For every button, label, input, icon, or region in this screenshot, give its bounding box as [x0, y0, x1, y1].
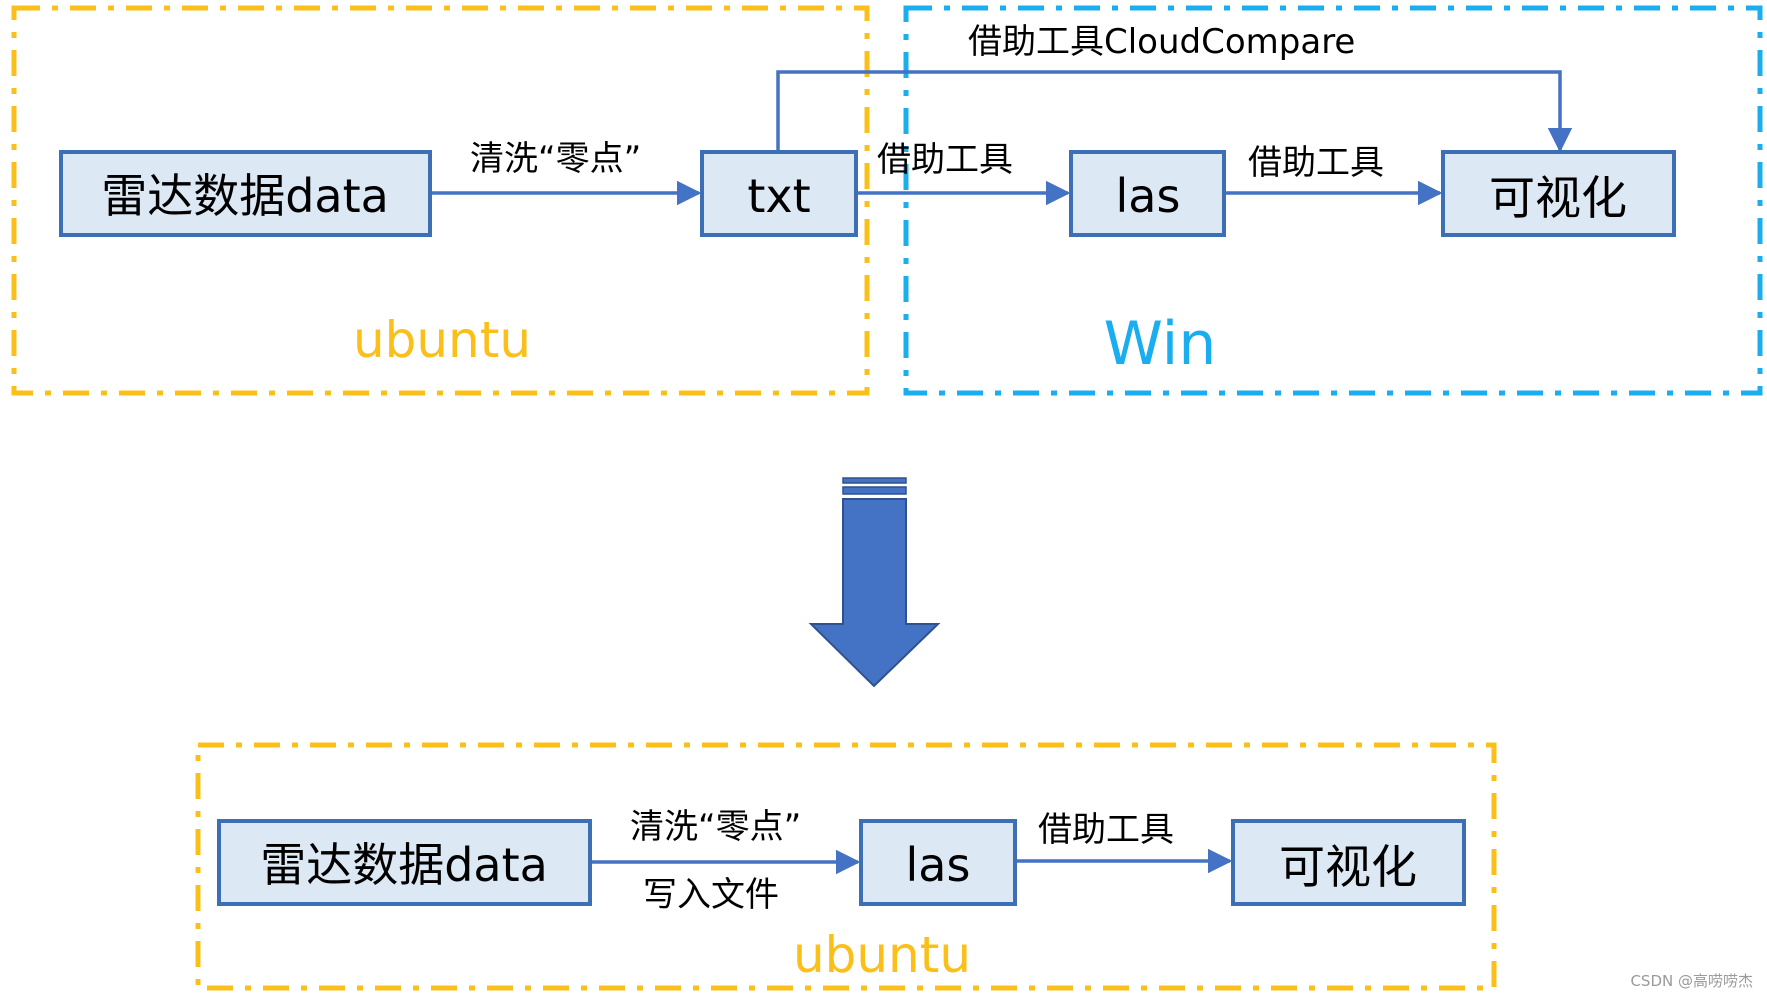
edge-label-bottom-write: 写入文件	[643, 875, 779, 915]
bottom-ubuntu-zone	[195, 742, 1497, 991]
box-bottom-las	[859, 819, 1017, 906]
edge-label-tool-2: 借助工具	[1248, 143, 1384, 183]
box-txt	[700, 150, 858, 237]
box-visualize	[1441, 150, 1676, 237]
box-bottom-radar-data	[217, 819, 592, 906]
edge-label-tool-1: 借助工具	[877, 140, 1013, 180]
watermark: CSDN @高唠唠杰	[1630, 972, 1753, 990]
edge-label-clean: 清洗“零点”	[470, 139, 641, 179]
cloudcompare-route	[776, 70, 1573, 153]
transition-down-arrow	[808, 477, 941, 688]
box-las-label: las	[1116, 169, 1181, 223]
top-win-label: Win	[1104, 309, 1217, 379]
box-bottom-visualize	[1231, 819, 1466, 906]
top-ubuntu-zone	[11, 5, 870, 396]
top-win-zone	[903, 5, 1763, 396]
edge-label-bottom-clean: 清洗“零点”	[630, 807, 801, 847]
edge-label-cloudcompare: 借助工具CloudCompare	[968, 22, 1355, 62]
top-ubuntu-label: ubuntu	[353, 311, 531, 369]
box-txt-label: txt	[747, 169, 810, 223]
box-las	[1069, 150, 1226, 237]
bottom-ubuntu-label: ubuntu	[793, 926, 971, 984]
box-visualize-label: 可视化	[1489, 171, 1627, 225]
box-bottom-visualize-label: 可视化	[1279, 840, 1417, 894]
box-radar-data	[59, 150, 432, 237]
edge-label-bottom-tool: 借助工具	[1038, 810, 1174, 850]
box-bottom-las-label: las	[906, 838, 971, 892]
box-bottom-radar-data-label: 雷达数据data	[260, 838, 548, 892]
box-radar-data-label: 雷达数据data	[101, 169, 389, 223]
